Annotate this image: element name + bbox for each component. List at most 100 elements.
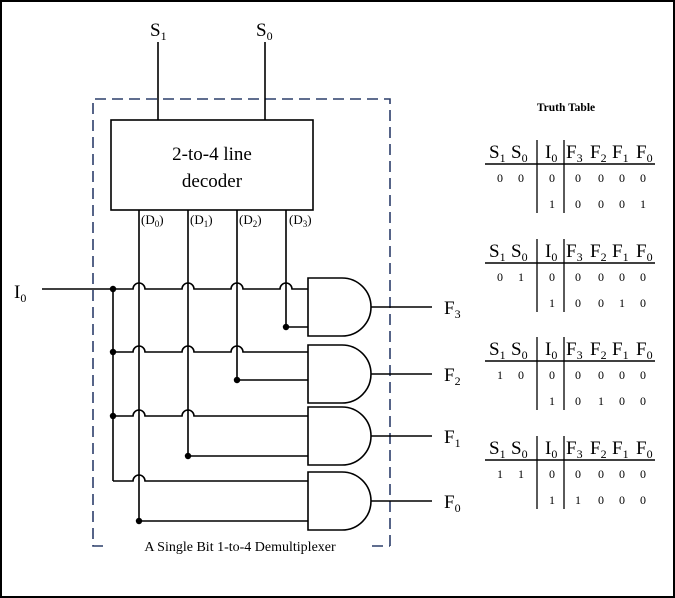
truth-table-cell: 0: [575, 467, 581, 481]
decoder-output-d1-label: (D1): [190, 212, 213, 229]
truth-table-header: S0: [511, 142, 528, 165]
truth-table-cell: 0: [518, 368, 524, 382]
truth-table-cell: 0: [619, 197, 625, 211]
truth-table-cell: 0: [619, 394, 625, 408]
truth-table-cell: 0: [598, 368, 604, 382]
truth-table-cell: 0: [575, 368, 581, 382]
truth-table-header: F3: [566, 142, 583, 165]
truth-table-cell: 0: [619, 493, 625, 507]
truth-table-header: I0: [545, 339, 557, 362]
truth-table-cell: 0: [497, 171, 503, 185]
truth-table-cell: 0: [598, 493, 604, 507]
truth-table-cell: 0: [640, 394, 646, 408]
truth-table-header: F1: [612, 339, 629, 362]
decoder-output-d3-label: (D3): [289, 212, 312, 229]
and-gate-f2: [307, 344, 372, 404]
truth-table-header: F3: [566, 241, 583, 264]
select-input-s0-label: S0: [256, 20, 273, 43]
truth-table-header: S1: [489, 142, 506, 165]
output-f2-label: F2: [444, 365, 461, 388]
truth-table-header: F0: [636, 241, 653, 264]
truth-table-cell: 0: [619, 467, 625, 481]
truth-table-cell: 0: [619, 270, 625, 284]
select-input-s1-label: S1: [150, 20, 167, 43]
truth-table-header: S1: [489, 438, 506, 461]
d1-wire: [187, 210, 308, 457]
junction-dots: [109, 285, 290, 525]
truth-table-header: S0: [511, 241, 528, 264]
truth-table-header: I0: [545, 241, 557, 264]
truth-table-header: F0: [636, 142, 653, 165]
truth-table-header: F3: [566, 339, 583, 362]
i0-line-to-and-f0: [113, 474, 308, 482]
truth-table-cell: 0: [640, 368, 646, 382]
truth-table-cell: 1: [575, 493, 581, 507]
truth-table-header: F1: [612, 241, 629, 264]
truth-table-cell: 0: [549, 270, 555, 284]
truth-table-cell: 0: [518, 171, 524, 185]
truth-table-cell: 0: [640, 296, 646, 310]
truth-table-cell: 0: [640, 493, 646, 507]
truth-table-cell: 0: [549, 368, 555, 382]
truth-table-cell: 0: [598, 270, 604, 284]
truth-table-cell: 0: [619, 368, 625, 382]
truth-table-cell: 0: [640, 467, 646, 481]
truth-table-cell: 1: [549, 493, 555, 507]
truth-table-header: I0: [545, 142, 557, 165]
truth-table-cell: 0: [575, 171, 581, 185]
truth-table-cell: 1: [497, 368, 503, 382]
truth-table-cell: 0: [640, 270, 646, 284]
truth-table-cell: 1: [549, 394, 555, 408]
truth-table-header: F1: [612, 142, 629, 165]
truth-table-header: F2: [590, 438, 607, 461]
d0-wire: [138, 210, 308, 522]
truth-table-cell: 0: [575, 197, 581, 211]
and-gate-f0: [307, 471, 372, 531]
truth-table-header: F2: [590, 339, 607, 362]
decoder-block: [110, 119, 314, 211]
output-f0-label: F0: [444, 492, 461, 515]
truth-table-cell: 1: [549, 296, 555, 310]
truth-table-cell: 0: [598, 171, 604, 185]
truth-table-header: F0: [636, 339, 653, 362]
i0-line-to-and-f3: [113, 282, 308, 290]
truth-table-cell: 1: [518, 467, 524, 481]
and-gate-f1: [307, 406, 372, 466]
truth-table-cell: 1: [497, 467, 503, 481]
truth-table-cell: 0: [598, 467, 604, 481]
truth-table-cell: 0: [619, 171, 625, 185]
d2-wire: [236, 210, 308, 381]
truth-table-cell: 0: [598, 296, 604, 310]
truth-table-cell: 0: [549, 171, 555, 185]
truth-table-cell: 0: [575, 270, 581, 284]
i0-line-to-and-f1: [113, 409, 308, 417]
wiring: [42, 210, 432, 531]
truth-table-header: S1: [489, 241, 506, 264]
circuit-caption: A Single Bit 1-to-4 Demultiplexer: [144, 540, 336, 555]
decoder-output-d0-label: (D0): [141, 212, 164, 229]
truth-table-cell: 1: [619, 296, 625, 310]
truth-table-header: S0: [511, 438, 528, 461]
truth-table-header: F2: [590, 241, 607, 264]
data-input-i0-label: I0: [14, 282, 26, 305]
truth-table-cell: 0: [575, 394, 581, 408]
truth-table-cell: 0: [575, 296, 581, 310]
truth-table-cell: 0: [640, 171, 646, 185]
truth-table-header: F3: [566, 438, 583, 461]
truth-table-cell: 1: [598, 394, 604, 408]
truth-table-cell: 0: [549, 467, 555, 481]
decoder-label-line1: 2-to-4 line: [172, 144, 252, 165]
truth-table-cell: 1: [640, 197, 646, 211]
dashed-enclosure: [92, 98, 391, 547]
and-gate-f3: [307, 277, 372, 337]
truth-table-cell: 1: [518, 270, 524, 284]
output-f1-label: F1: [444, 427, 461, 450]
decoder-output-d2-label: (D2): [239, 212, 262, 229]
truth-table-header: F1: [612, 438, 629, 461]
truth-table-header: I0: [545, 438, 557, 461]
truth-table-header: F2: [590, 142, 607, 165]
i0-line-to-and-f2: [113, 345, 308, 353]
